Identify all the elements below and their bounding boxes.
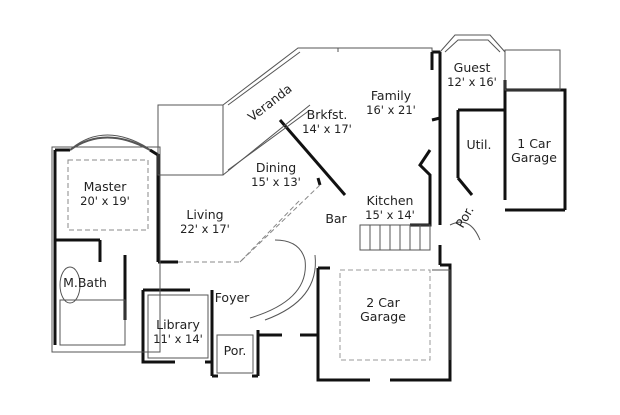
room-kitchen: Kitchen 15' x 14' xyxy=(365,193,415,223)
room-name: Guest xyxy=(453,60,491,75)
room-foyer: Foyer xyxy=(215,291,250,305)
room-guest: Guest 12' x 16' xyxy=(447,60,497,90)
room-bar: Bar xyxy=(325,212,346,226)
room-name: Dining xyxy=(255,160,297,175)
room-name: Util. xyxy=(466,137,492,152)
room-name: Master xyxy=(83,179,127,194)
room-master: Master 20' x 19' xyxy=(80,179,130,209)
room-dims: 16' x 21' xyxy=(366,103,416,117)
room-master-bath: M.Bath xyxy=(63,276,107,290)
room-name: Kitchen xyxy=(366,193,414,208)
room-name: 2 Car xyxy=(366,295,400,310)
room-dims: 15' x 14' xyxy=(365,208,415,222)
room-name-line2: Garage xyxy=(511,150,557,165)
room-name: Por. xyxy=(223,343,247,358)
room-dims: 15' x 13' xyxy=(251,175,301,189)
room-dims: 11' x 14' xyxy=(153,332,203,346)
room-name: Bar xyxy=(325,211,347,226)
room-name: Family xyxy=(370,88,412,103)
room-name: Brkfst. xyxy=(306,107,348,122)
room-dims: 14' x 17' xyxy=(302,122,352,136)
room-dims: 22' x 17' xyxy=(180,222,230,236)
room-family: Family 16' x 21' xyxy=(366,88,416,118)
room-name: Library xyxy=(156,317,200,332)
room-library: Library 11' x 14' xyxy=(153,317,203,347)
room-name: M.Bath xyxy=(63,275,107,290)
room-living: Living 22' x 17' xyxy=(180,207,230,237)
room-name: Living xyxy=(186,207,224,222)
room-dims: 20' x 19' xyxy=(80,194,130,208)
room-name: Foyer xyxy=(214,290,250,305)
room-2-car-garage: 2 Car Garage xyxy=(360,296,406,324)
room-brkfst: Brkfst. 14' x 17' xyxy=(302,107,352,137)
room-name-line2: Garage xyxy=(360,309,406,324)
room-util: Util. xyxy=(467,138,492,152)
room-name: 1 Car xyxy=(517,136,551,151)
room-1-car-garage: 1 Car Garage xyxy=(511,137,557,165)
room-dining: Dining 15' x 13' xyxy=(251,160,301,190)
room-dims: 12' x 16' xyxy=(447,75,497,89)
room-front-porch: Por. xyxy=(224,344,247,358)
